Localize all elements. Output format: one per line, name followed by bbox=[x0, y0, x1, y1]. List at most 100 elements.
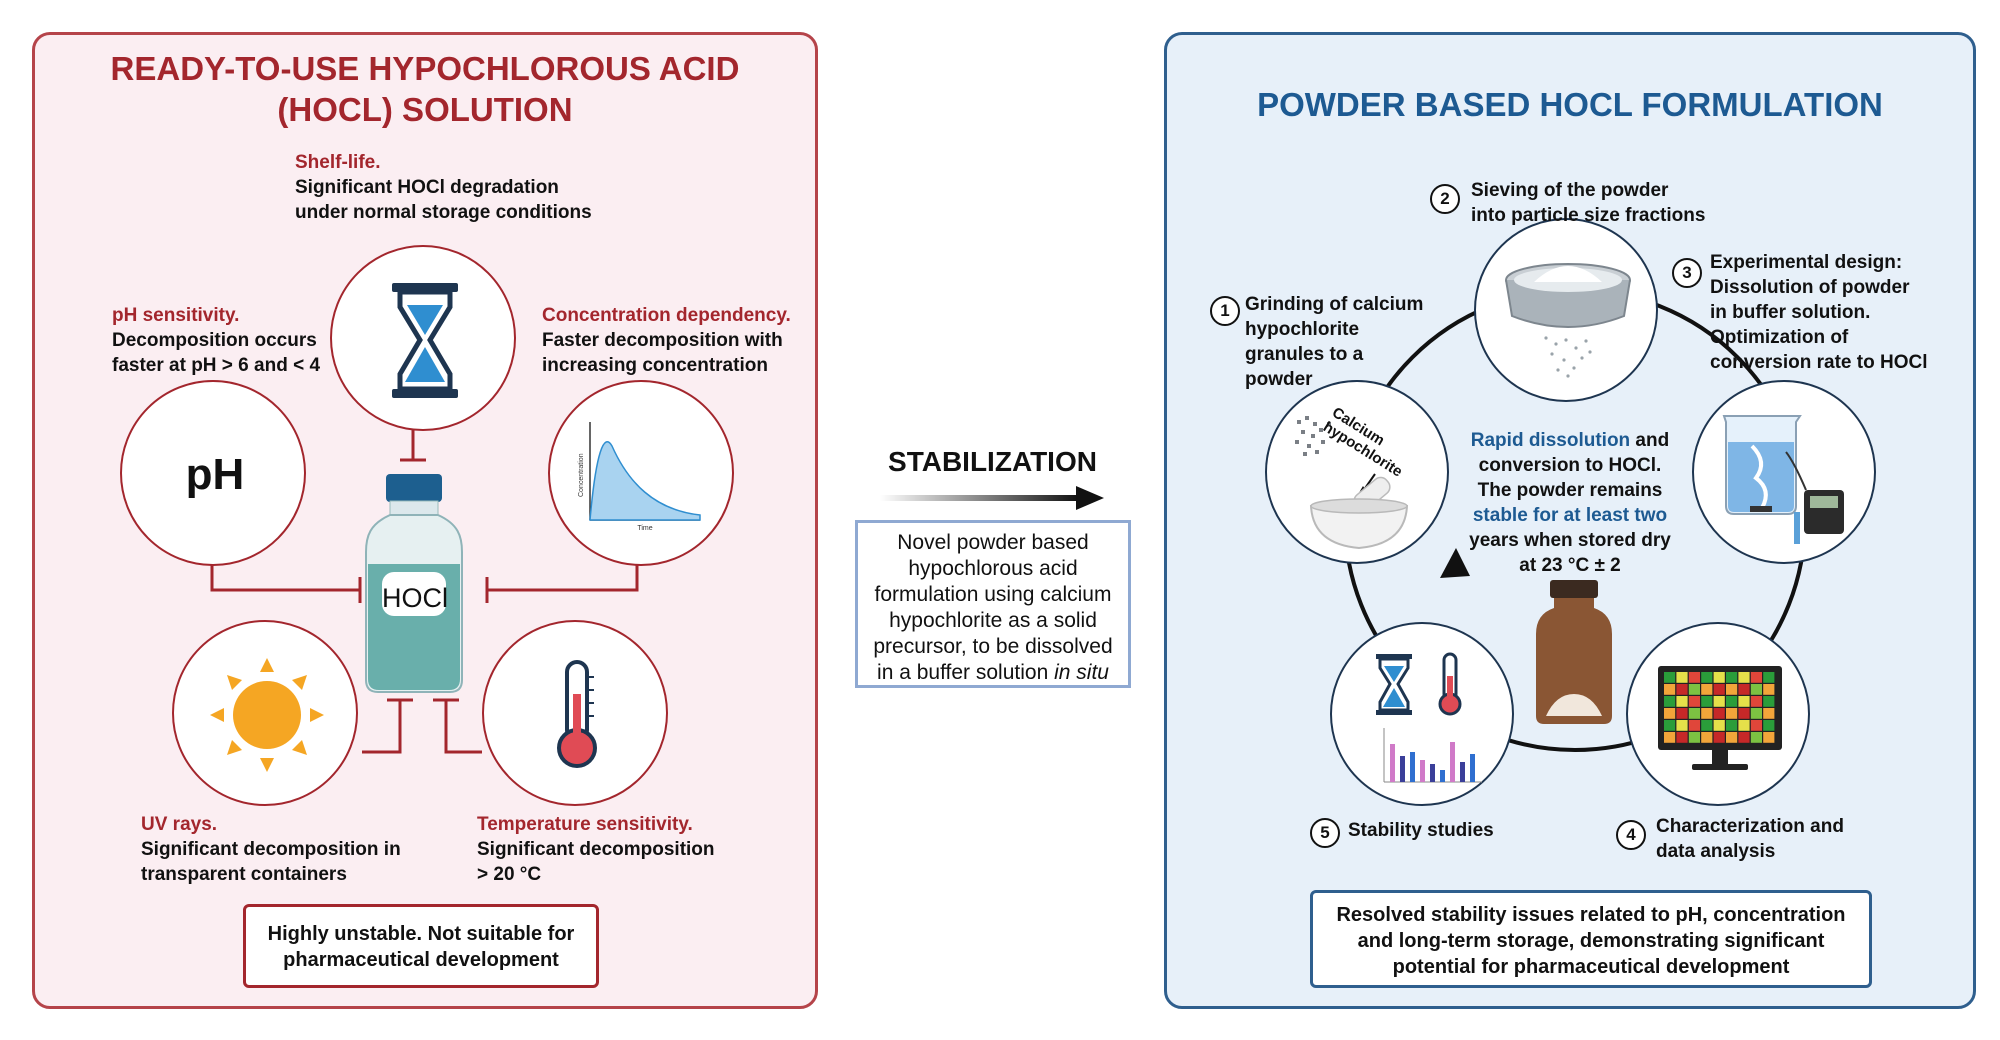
heatmap-cell bbox=[1676, 672, 1688, 683]
heatmap-cell bbox=[1676, 732, 1688, 743]
center-description: Rapid dissolution and conversion to HOCl… bbox=[1440, 428, 1700, 578]
heatmap-cell bbox=[1701, 684, 1713, 695]
left-title-line2: (HOCL) SOLUTION bbox=[277, 91, 573, 128]
heatmap-cell bbox=[1763, 672, 1775, 683]
concentration-heading: Concentration dependency. bbox=[542, 305, 791, 326]
mortar-pestle-icon bbox=[1295, 416, 1409, 550]
step3-text: Experimental design: Dissolution of powd… bbox=[1710, 250, 1928, 375]
ph-heading: pH sensitivity. bbox=[112, 305, 240, 326]
shelf-life-line2: under normal storage conditions bbox=[295, 202, 592, 223]
heatmap-cell bbox=[1738, 696, 1750, 707]
heatmap-cell bbox=[1738, 684, 1750, 695]
heatmap-cell bbox=[1688, 684, 1700, 695]
right-conclusion-line2: and long-term storage, demonstrating sig… bbox=[1357, 930, 1825, 952]
heatmap-cell bbox=[1750, 696, 1762, 707]
center-line1-blue: Rapid dissolution bbox=[1470, 430, 1631, 451]
step3-line2: Dissolution of powder bbox=[1710, 277, 1910, 298]
heatmap-cell bbox=[1738, 672, 1750, 683]
concentration-ylabel: Concentration bbox=[578, 453, 585, 497]
ph-line2: faster at pH > 6 and < 4 bbox=[112, 355, 321, 376]
heatmap-cell bbox=[1664, 696, 1676, 707]
concentration-xlabel: Time bbox=[637, 525, 652, 532]
center-line3: The powder remains bbox=[1477, 480, 1663, 501]
step3-line4: Optimization of bbox=[1710, 327, 1849, 348]
uv-line2: transparent containers bbox=[141, 864, 347, 885]
heatmap-cell bbox=[1726, 684, 1738, 695]
heatmap-cell bbox=[1701, 696, 1713, 707]
temperature-circle bbox=[482, 620, 668, 806]
heatmap-cell bbox=[1750, 732, 1762, 743]
concentration-line2: increasing concentration bbox=[542, 355, 768, 376]
step4-line2: data analysis bbox=[1656, 841, 1776, 862]
heatmap-cell bbox=[1664, 708, 1676, 719]
step2-text: Sieving of the powder into particle size… bbox=[1471, 178, 1705, 228]
stabilization-line2: hypochlorous acid bbox=[908, 557, 1078, 580]
heatmap-monitor-icon bbox=[1658, 666, 1782, 770]
bar-chart-bar bbox=[1450, 742, 1455, 782]
stabilization-line6-italic: in situ bbox=[1054, 661, 1109, 684]
shelf-life-circle bbox=[330, 245, 516, 431]
mortar-circle bbox=[1265, 380, 1449, 564]
step1-line4: powder bbox=[1245, 369, 1313, 390]
bottle-icon bbox=[365, 474, 463, 693]
amber-bottle-icon bbox=[1536, 580, 1612, 724]
heatmap-cell bbox=[1763, 696, 1775, 707]
shelf-life-text: Shelf-life. Significant HOCl degradation… bbox=[295, 150, 592, 225]
left-conclusion-line2: pharmaceutical development bbox=[283, 949, 559, 971]
step1-line2: hypochlorite bbox=[1245, 319, 1360, 340]
heatmap-cell bbox=[1726, 696, 1738, 707]
cycle-arrowhead bbox=[1440, 548, 1470, 578]
heatmap-cell bbox=[1738, 720, 1750, 731]
heatmap-cell bbox=[1701, 732, 1713, 743]
heatmap-cell bbox=[1726, 720, 1738, 731]
heatmap-cell bbox=[1701, 672, 1713, 683]
step3-number: 3 bbox=[1672, 258, 1702, 288]
heatmap-cell bbox=[1763, 708, 1775, 719]
right-conclusion-line3: potential for pharmaceutical development bbox=[1392, 956, 1790, 978]
beaker-icon bbox=[1722, 415, 1844, 544]
step4-line1: Characterization and bbox=[1656, 816, 1844, 837]
sun-icon bbox=[210, 658, 324, 772]
heatmap-cell bbox=[1726, 708, 1738, 719]
bar-chart-bar bbox=[1420, 760, 1425, 782]
sieve-icon bbox=[1505, 263, 1631, 378]
heatmap-cell bbox=[1750, 684, 1762, 695]
heatmap-cell bbox=[1738, 708, 1750, 719]
bar-chart-bar bbox=[1390, 744, 1395, 782]
heatmap-cell bbox=[1763, 720, 1775, 731]
heatmap-cell bbox=[1701, 708, 1713, 719]
stabilization-line6: in a buffer solution in situ bbox=[858, 660, 1128, 686]
stabilization-line5: precursor, to be dissolved bbox=[873, 635, 1113, 658]
small-hourglass-icon bbox=[1376, 654, 1412, 715]
concentration-curve-icon: Concentration Time bbox=[578, 422, 701, 532]
heatmap-cell bbox=[1688, 708, 1700, 719]
heatmap-cell bbox=[1713, 672, 1725, 683]
right-title: POWDER BASED HOCL FORMULATION bbox=[1257, 86, 1883, 123]
stabilization-line1: Novel powder based bbox=[897, 531, 1089, 554]
bar-chart-bar bbox=[1470, 754, 1475, 782]
heatmap-cell bbox=[1750, 672, 1762, 683]
concentration-circle: Concentration Time bbox=[548, 380, 734, 566]
heatmap-cell bbox=[1664, 720, 1676, 731]
stabilization-line3: formulation using calcium bbox=[874, 583, 1112, 606]
step5-text: Stability studies bbox=[1348, 818, 1494, 843]
ph-text: pH sensitivity. Decomposition occurs fas… bbox=[112, 303, 320, 378]
step4-text: Characterization and data analysis bbox=[1656, 814, 1844, 864]
bar-chart-bar bbox=[1400, 756, 1405, 782]
heatmap-cell bbox=[1763, 732, 1775, 743]
hourglass-icon bbox=[392, 283, 458, 398]
stabilization-box: Novel powder based hypochlorous acid for… bbox=[855, 520, 1131, 688]
right-conclusion-line1: Resolved stability issues related to pH,… bbox=[1336, 904, 1846, 926]
stabilization-line6-prefix: in a buffer solution bbox=[877, 661, 1055, 684]
stabilization-line4: hypochlorite as a solid bbox=[889, 609, 1097, 632]
heatmap-cell bbox=[1688, 672, 1700, 683]
concentration-line1: Faster decomposition with bbox=[542, 330, 783, 351]
step3-line3: in buffer solution. bbox=[1710, 302, 1871, 323]
temperature-line2: > 20 °C bbox=[477, 864, 542, 885]
stability-icon bbox=[1376, 652, 1482, 783]
heatmap-cell bbox=[1688, 720, 1700, 731]
shelf-life-line1: Significant HOCl degradation bbox=[295, 177, 559, 198]
heatmap-cell bbox=[1713, 696, 1725, 707]
step5-number: 5 bbox=[1310, 818, 1340, 848]
heatmap-cell bbox=[1713, 684, 1725, 695]
